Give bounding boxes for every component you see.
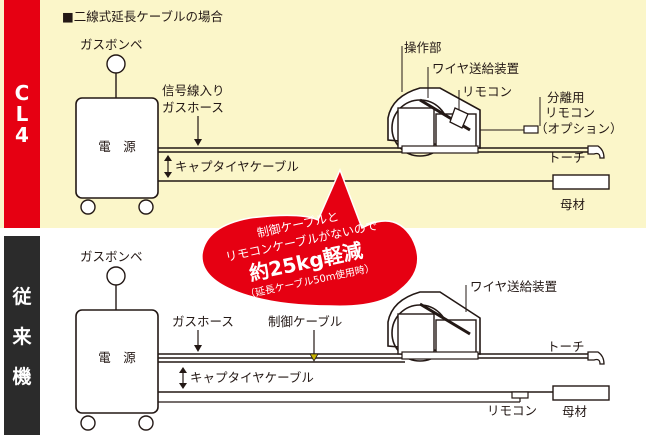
top-dim-arrow-up [164,155,172,161]
top-sep-remote-label-2: リモコン [545,105,595,120]
bottom-torch-tip [587,351,605,365]
bottom-side-bar [4,236,40,435]
bottom-gas-cylinder-label: ガスボンベ [80,249,143,264]
top-gas-cylinder-label: ガスボンベ [80,37,143,52]
bottom-remote-unit [511,391,529,399]
top-remote-label: リモコン [462,84,512,99]
top-torch-tip [587,145,605,159]
top-hose-label-1: 信号線入り [162,83,225,98]
top-control-unit-label: 操作部 [404,40,442,55]
top-base-metal-label: 母材 [560,197,585,212]
bottom-base-metal-label: 母材 [562,404,587,419]
bottom-wheel-left [80,415,96,431]
bottom-control-cable-label: 制御ケーブル [268,314,342,329]
bottom-base-metal [552,385,610,401]
top-torch-label: トーチ [548,150,586,165]
bottom-torch-label: トーチ [547,339,585,354]
top-base-metal [552,174,610,190]
top-side-label-l: L [16,102,29,126]
bottom-side-label-2: 来 [12,326,31,348]
top-hose-arrowhead [194,139,202,146]
bottom-wire-feeder-label: ワイヤ送給装置 [470,279,557,294]
top-hose-label-2: ガスホース [162,100,224,115]
callout-burst [201,168,419,307]
top-dim-arrow-down [164,172,172,178]
top-wire-feeder-label: ワイヤ送給装置 [432,61,519,76]
top-control-panel [397,107,435,149]
bottom-dim-arrow-up [179,367,187,373]
bottom-power-label: 電 源 [98,350,136,365]
top-gas-cylinder-icon [106,54,126,74]
top-sep-remote-label-1: 分離用 [547,90,585,105]
bottom-remote-label: リモコン [487,403,537,418]
section-title: ■二線式延長ケーブルの場合 [62,9,224,24]
bottom-dim-arrow-down [179,383,187,389]
bottom-control-arrowhead [309,353,319,362]
bottom-feeder-base [401,351,479,360]
bottom-side-label-1: 従 [11,285,31,308]
top-wheel-right [138,199,154,215]
top-side-bar [4,0,40,228]
bottom-side-label-3: 機 [12,365,31,388]
bottom-gas-hose-label: ガスホース [172,314,234,329]
top-cabtire-label: キャプタイヤケーブル [175,159,299,174]
bottom-hose-arrowhead [194,345,202,352]
top-sep-remote-unit [523,125,539,134]
top-side-label-4: 4 [15,123,29,147]
top-remote-unit [449,107,469,129]
bottom-gas-cylinder-icon [106,266,126,286]
top-power-label: 電 源 [98,139,136,154]
top-feeder-base [401,145,479,154]
top-sep-remote-label-3: （オプション） [535,121,623,136]
bottom-wheel-right [138,415,154,431]
bottom-cabtire-label: キャプタイヤケーブル [190,370,314,385]
bottom-control-panel [397,313,435,355]
bottom-handle [419,302,471,336]
top-side-label-c: C [15,81,30,105]
top-wheel-left [80,199,96,215]
